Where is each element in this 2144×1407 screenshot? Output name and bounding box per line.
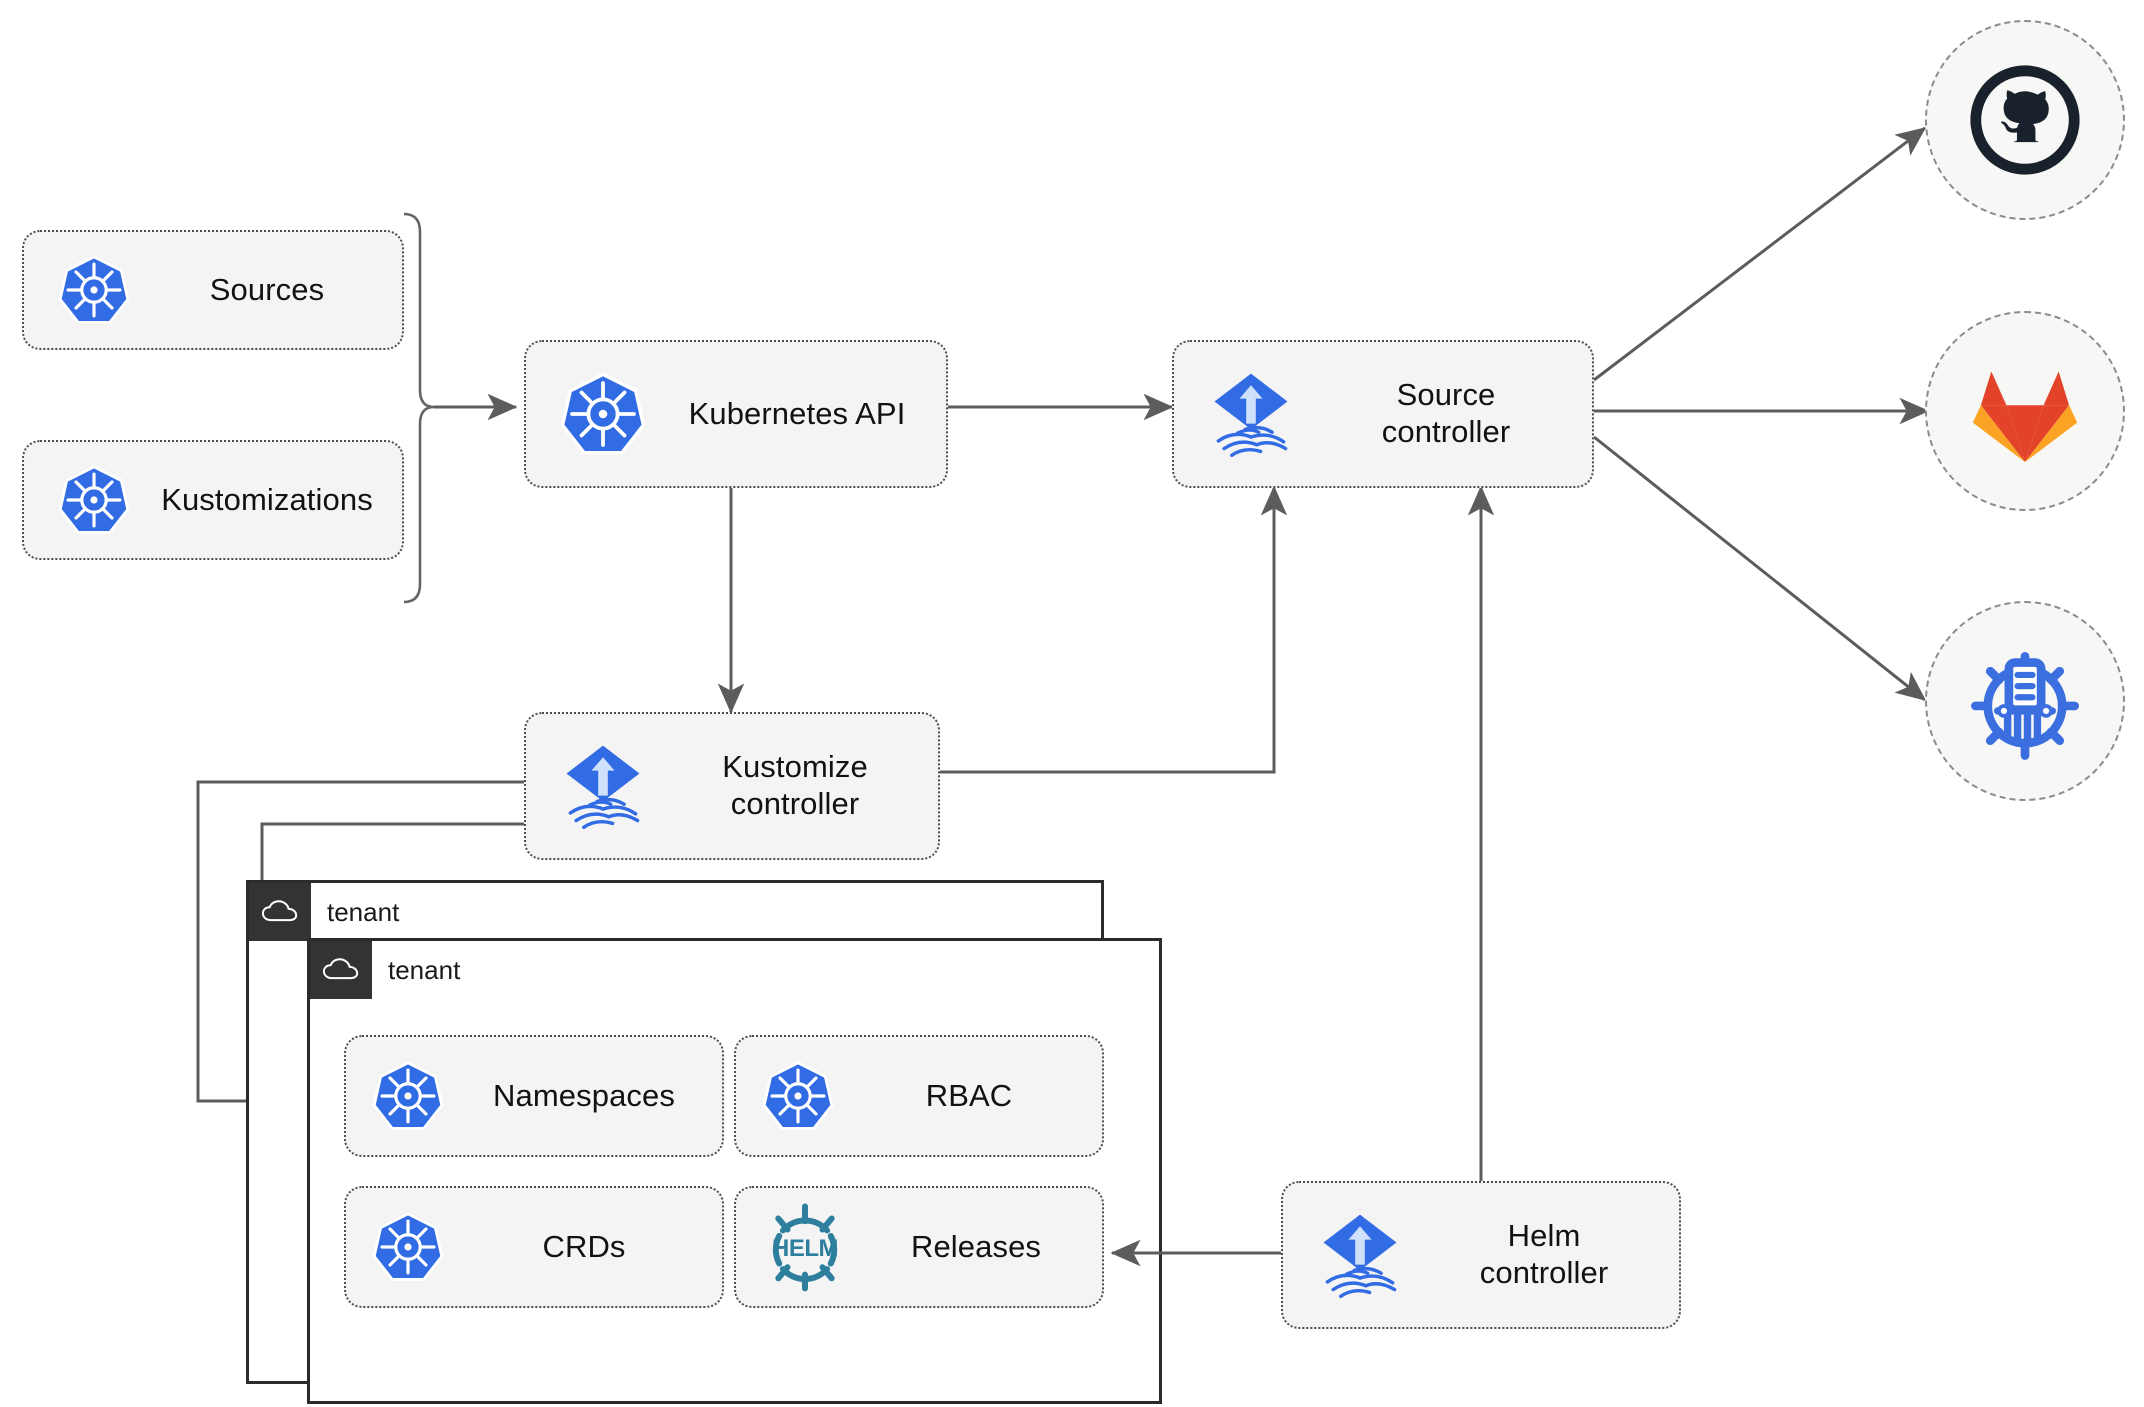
node-label: Namespaces bbox=[493, 1077, 675, 1113]
kubernetes-icon bbox=[360, 1060, 456, 1132]
wire-source-to-helm-repos bbox=[1593, 435, 1927, 702]
node-label: CRDs bbox=[542, 1228, 626, 1264]
service-gitlab[interactable] bbox=[1925, 311, 2125, 511]
node-label: Kustomizations bbox=[161, 481, 373, 517]
cloud-icon bbox=[262, 900, 298, 922]
node-label: Source controller bbox=[1381, 377, 1511, 449]
node-rbac[interactable]: RBAC bbox=[734, 1035, 1104, 1157]
kubernetes-icon bbox=[360, 1211, 456, 1283]
gitlab-icon bbox=[1972, 371, 2078, 463]
node-label: Kustomize controller bbox=[722, 749, 868, 821]
node-label: Releases bbox=[910, 1228, 1042, 1264]
kubernetes-icon bbox=[46, 254, 142, 326]
node-label: Sources bbox=[209, 271, 325, 307]
node-namespaces[interactable]: Namespaces bbox=[344, 1035, 724, 1157]
node-helm-controller[interactable]: Helm controller bbox=[1281, 1181, 1681, 1329]
kubernetes-icon bbox=[750, 1060, 846, 1132]
tenant-tab bbox=[249, 883, 311, 941]
node-kustomizations[interactable]: Kustomizations bbox=[22, 440, 404, 560]
node-kustomize-controller[interactable]: Kustomize controller bbox=[524, 712, 940, 860]
flux-icon bbox=[1301, 1207, 1419, 1303]
service-helm-repositories[interactable] bbox=[1925, 601, 2125, 801]
wire-kustomize-to-source-controller bbox=[940, 485, 1288, 774]
resources-bracket bbox=[403, 212, 435, 604]
kubernetes-icon bbox=[548, 371, 658, 457]
tenant-container-front[interactable]: tenant bbox=[307, 938, 1162, 1404]
tenant-label: tenant bbox=[388, 954, 461, 985]
github-icon bbox=[1970, 65, 2080, 175]
node-releases[interactable]: HELM Releases bbox=[734, 1186, 1104, 1308]
node-label: Kubernetes API bbox=[688, 395, 906, 431]
helm-repository-icon bbox=[1971, 652, 2079, 760]
flux-icon bbox=[544, 738, 662, 834]
node-label: RBAC bbox=[925, 1077, 1013, 1113]
flux-icon bbox=[1192, 366, 1310, 462]
node-source-controller[interactable]: Source controller bbox=[1172, 340, 1594, 488]
node-label: Helm controller bbox=[1479, 1218, 1609, 1290]
helm-icon: HELM bbox=[750, 1201, 860, 1293]
node-kubernetes-api[interactable]: Kubernetes API bbox=[524, 340, 948, 488]
node-crds[interactable]: CRDs bbox=[344, 1186, 724, 1308]
wire-source-to-github bbox=[1593, 126, 1927, 382]
tenant-tab bbox=[310, 941, 372, 999]
kubernetes-icon bbox=[46, 464, 142, 536]
cloud-icon bbox=[323, 958, 359, 980]
node-sources[interactable]: Sources bbox=[22, 230, 404, 350]
tenant-label: tenant bbox=[327, 896, 400, 927]
service-github[interactable] bbox=[1925, 20, 2125, 220]
svg-text:HELM: HELM bbox=[772, 1235, 838, 1262]
